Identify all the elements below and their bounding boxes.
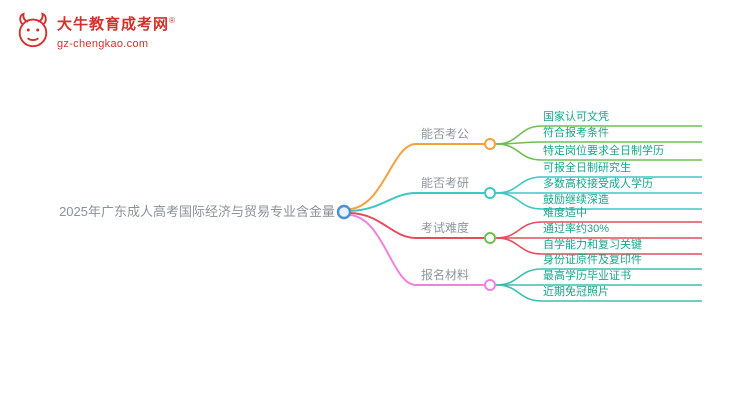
leaf-label: 通过率约30%	[543, 223, 610, 235]
leaf-label: 特定岗位要求全日制学历	[543, 145, 664, 157]
leaf-label: 自学能力和复习关键	[543, 239, 642, 251]
brand-domain: gz-chengkao.com	[57, 38, 149, 50]
brand-name: 大牛教育成考网®	[57, 16, 176, 33]
branch-3-node-circle	[484, 232, 496, 244]
branch-label-civil-service: 能否考公	[421, 127, 470, 141]
branch-1-node-circle	[484, 138, 496, 150]
site-logo: 大牛教育成考网® gz-chengkao.com	[14, 12, 176, 51]
branch-label-postgraduate: 能否考研	[421, 176, 470, 190]
leaf-label: 多数高校接受成人学历	[543, 178, 653, 190]
leaf-label: 近期免冠照片	[543, 286, 609, 298]
branch-label-exam-difficulty: 考试难度	[421, 221, 470, 235]
leaf-label: 可报全日制研究生	[543, 162, 631, 174]
leaf-label: 身份证原件及复印件	[543, 254, 642, 266]
leaf-label: 最高学历毕业证书	[543, 270, 631, 282]
branch-label-registration-materials: 报名材料	[421, 268, 470, 282]
root-node-circle	[336, 204, 352, 220]
branch-4-node-circle	[484, 279, 496, 291]
trademark-symbol: ®	[169, 16, 176, 25]
root-topic-label: 2025年广东成人高考国际经济与贸易专业含金量	[59, 204, 335, 219]
leaf-label: 难度适中	[543, 207, 587, 219]
leaf-label: 国家认可文凭	[543, 111, 609, 123]
leaf-label: 符合报考条件	[543, 127, 609, 139]
branch-2-node-circle	[484, 187, 496, 199]
leaf-label: 鼓励继续深造	[543, 194, 609, 206]
bull-icon	[18, 12, 48, 48]
